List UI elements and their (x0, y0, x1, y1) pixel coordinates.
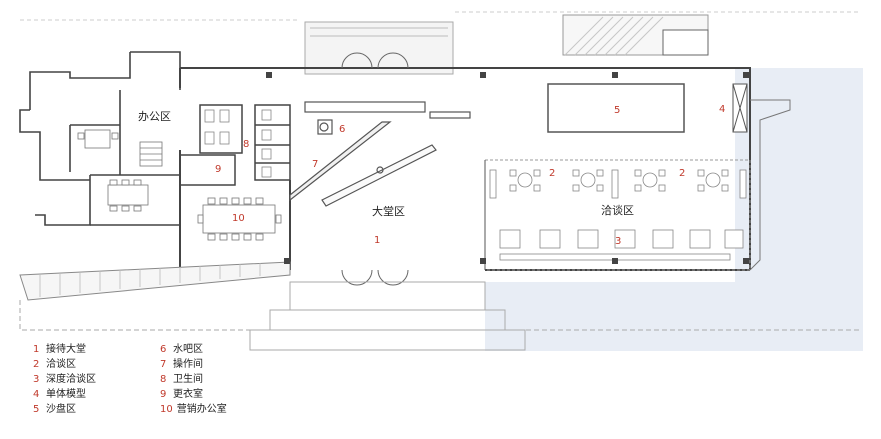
room-number-2b: 2 (679, 168, 685, 179)
negotiation-area-label: 洽谈区 (601, 204, 634, 217)
single-model (732, 83, 748, 133)
restroom-fixtures (204, 109, 272, 178)
structural-columns (266, 72, 749, 264)
office-area-label: 办公区 (138, 110, 171, 123)
room-number-4: 4 (719, 104, 725, 115)
room-number-1: 1 (374, 235, 380, 246)
lobby-area-label: 大堂区 (372, 204, 405, 218)
restroom-block (179, 104, 291, 186)
office-furniture (77, 129, 163, 212)
lobby-fixtures (289, 101, 471, 207)
room-number-10: 10 (232, 213, 245, 224)
water-area-bottom (485, 282, 863, 351)
office-block (19, 51, 181, 226)
left-ramp (19, 261, 291, 301)
room-number-6: 6 (339, 124, 345, 135)
conference-table (197, 197, 282, 241)
room-number-7: 7 (312, 159, 318, 170)
negotiation-tables (489, 169, 747, 199)
hatched-structure (562, 14, 709, 56)
room-number-3: 3 (615, 236, 621, 247)
sand-table (547, 83, 685, 133)
room-number-5: 5 (614, 105, 620, 116)
site-boundary (19, 300, 860, 331)
entrance-steps (249, 281, 526, 351)
room-number-9: 9 (215, 164, 221, 175)
deep-negotiation-booths (499, 229, 744, 261)
entrance-doors (341, 52, 409, 286)
room-number-8: 8 (243, 139, 249, 150)
deck-edge (749, 99, 791, 271)
room-number-2a: 2 (549, 168, 555, 179)
top-terrace (304, 21, 454, 75)
